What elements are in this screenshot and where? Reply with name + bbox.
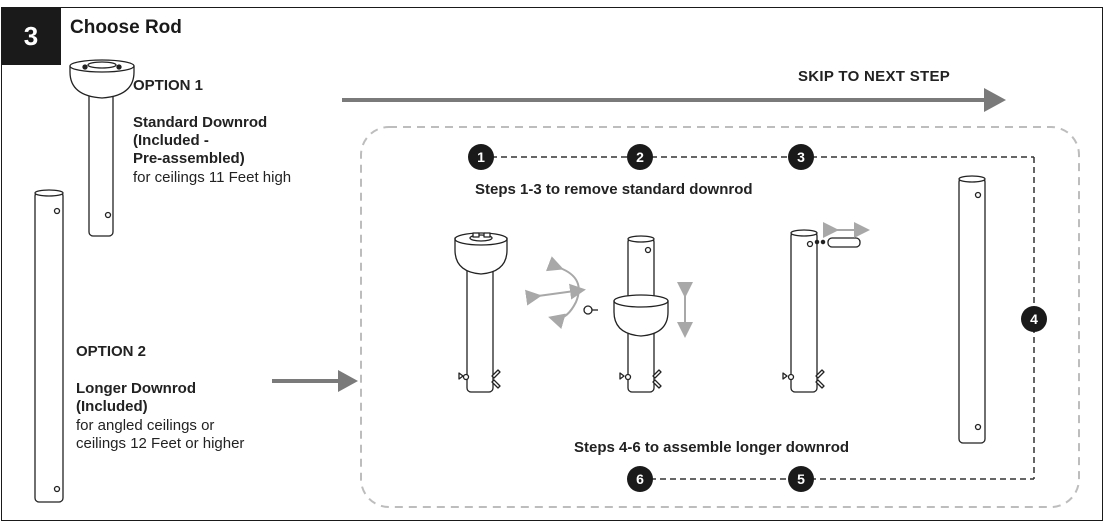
option1-heading: OPTION 1 [133, 77, 204, 94]
step-badge-3: 3 [788, 144, 814, 170]
step2-rod-with-lowered-canopy [613, 235, 669, 393]
step-title: Choose Rod [70, 17, 182, 38]
skip-arrow [342, 88, 1006, 112]
step1-downrod-with-canopy [454, 232, 508, 393]
svg-text:2: 2 [636, 149, 644, 165]
step-badge-4: 4 [1021, 306, 1047, 332]
step-badge-1: 1 [468, 144, 494, 170]
step3-rod-pin-removed [782, 229, 861, 393]
step-badge-5: 5 [788, 466, 814, 492]
step-connector-lines [481, 156, 1035, 480]
option2-arrow [272, 370, 358, 392]
steps-assemble-caption: Steps 4-6 to assemble longer downrod [574, 439, 850, 456]
option2-name-line2: (Included) [76, 398, 148, 415]
option2-name-line1: Longer Downrod [76, 380, 196, 397]
steps-remove-caption: Steps 1-3 to remove standard downrod [475, 181, 753, 198]
skip-to-next-step-label: SKIP TO NEXT STEP [798, 68, 951, 85]
standard-downrod-illustration [69, 59, 135, 237]
svg-text:3: 3 [797, 149, 805, 165]
step-badge-2: 2 [627, 144, 653, 170]
option1-name-line2: (Included - [133, 132, 209, 149]
option1-name-line1: Standard Downrod [133, 114, 268, 131]
instruction-panel [1, 7, 1103, 521]
step-badge-6: 6 [627, 466, 653, 492]
rotate-arrows [525, 256, 586, 329]
svg-text:6: 6 [636, 471, 644, 487]
screw-icon [583, 305, 598, 315]
svg-text:5: 5 [797, 471, 805, 487]
option2-heading: OPTION 2 [76, 343, 147, 360]
option1-note: for ceilings 11 Feet high [133, 169, 292, 186]
option1-name-line3: Pre-assembled) [133, 150, 245, 167]
dashed-steps-panel [360, 126, 1080, 508]
option2-note-line1: for angled ceilings or [76, 417, 215, 434]
option2-note-line2: ceilings 12 Feet or higher [76, 435, 245, 452]
svg-text:4: 4 [1030, 311, 1038, 327]
step-number-badge: 3 [1, 7, 61, 65]
svg-text:1: 1 [477, 149, 485, 165]
step4-longer-downrod [958, 175, 986, 444]
longer-downrod-illustration [34, 189, 64, 503]
